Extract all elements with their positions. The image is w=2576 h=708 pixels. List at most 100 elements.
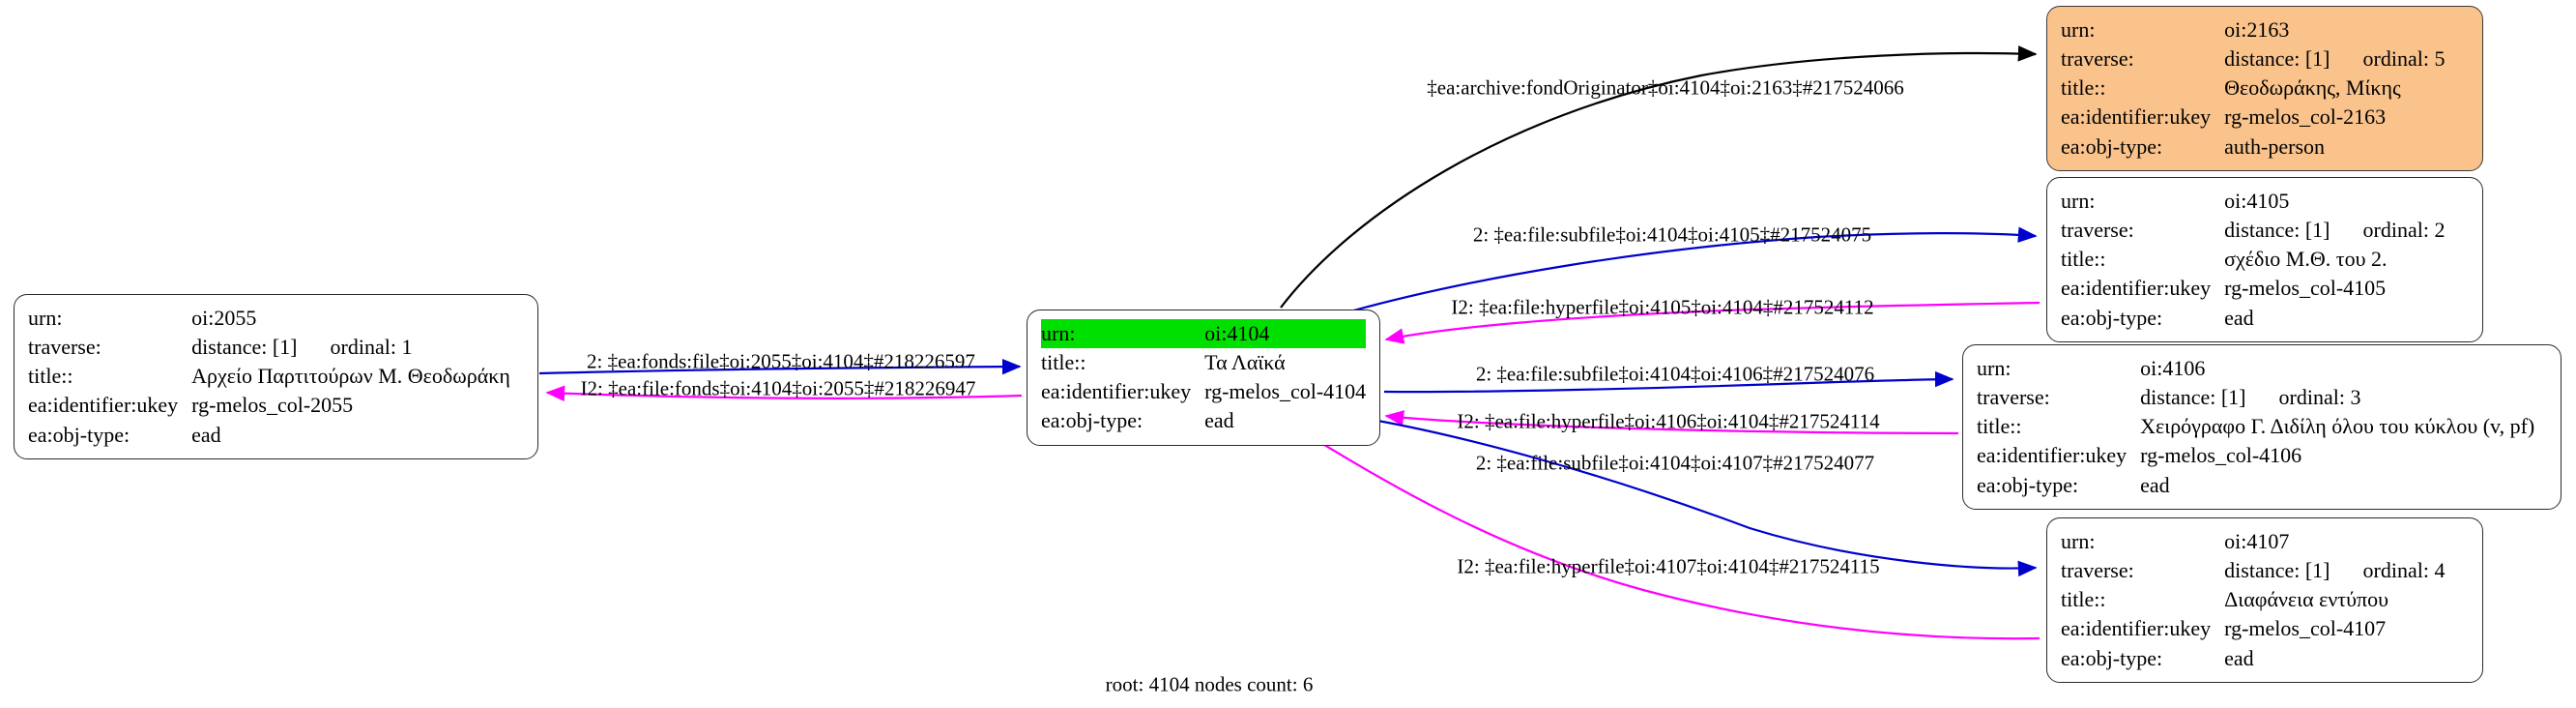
- edge-label-2055-to-4104: 2: ‡ea:fonds:file‡oi:2055‡oi:4104‡#21822…: [587, 349, 975, 373]
- edge-path-4104-to-4107: [1372, 418, 2038, 577]
- field-key: urn:: [28, 306, 63, 330]
- field-value-ordinal: ordinal: 4: [2362, 558, 2446, 583]
- node-row: ea:identifier:ukey rg-melos_col-4106: [1977, 441, 2534, 470]
- field-value: rg-melos_col-4105: [2224, 276, 2387, 301]
- field-key: ea:obj-type:: [1041, 408, 1143, 433]
- field-key: ea:identifier:ukey: [2061, 104, 2212, 130]
- field-key: urn:: [1977, 356, 2012, 380]
- node-row: ea:obj-type: ead: [1041, 406, 1366, 435]
- field-value-main: distance: [1]: [2224, 558, 2330, 583]
- edge-path-4104-to-2163: [1280, 45, 2038, 309]
- node-row: ea:obj-type: auth-person: [2061, 133, 2445, 162]
- field-key: traverse:: [1977, 385, 2050, 410]
- field-value: distance: [1] ordinal: 1: [191, 333, 510, 362]
- node-fields-oi-2163: urn: oi:2163 traverse: distance: [1] ordi…: [2061, 15, 2445, 162]
- field-key: title::: [2061, 247, 2106, 272]
- edge-path-4104-to-2055: [545, 385, 1023, 401]
- node-fields-oi-4107: urn: oi:4107 traverse: distance: [1]ordi…: [2061, 527, 2445, 673]
- field-value: rg-melos_col-2055: [191, 393, 354, 418]
- node-row: urn: oi:2055: [28, 304, 510, 333]
- node-row: traverse: distance: [1]ordinal: 3: [1977, 383, 2534, 412]
- field-key: traverse:: [2061, 218, 2134, 243]
- edge-path-4104-to-4105: [1349, 226, 2038, 313]
- node-fields-oi-4106: urn: oi:4106 traverse: distance: [1]ordi…: [1977, 354, 2534, 500]
- field-key: urn:: [1041, 319, 1205, 349]
- field-value: ead: [2224, 645, 2254, 670]
- node-row: title:: Διαφάνεια εντύπου: [2061, 585, 2445, 614]
- node-oi-2163[interactable]: urn: oi:2163 traverse: distance: [1] ordi…: [2046, 6, 2483, 171]
- field-key: title::: [1041, 350, 1086, 375]
- field-value-main: distance: [1]: [2224, 46, 2330, 72]
- field-value-main: distance: [1]: [2224, 218, 2330, 243]
- field-value: oi:4105: [2224, 189, 2290, 213]
- field-value: oi:4104: [1204, 319, 1367, 349]
- node-row-highlighted: urn: oi:4104: [1041, 319, 1367, 349]
- edge-label-4104-to-4107: 2: ‡ea:file:subfile‡oi:4104‡oi:4107‡#217…: [1475, 451, 1875, 475]
- node-row: traverse: distance: [1] ordinal: 2: [2061, 216, 2445, 245]
- node-row: traverse: distance: [1] ordinal: 1: [28, 333, 510, 362]
- field-value: Αρχείο Παρτιτούρων Μ. Θεοδωράκη: [191, 364, 510, 389]
- field-value: distance: [1] ordinal: 4: [2224, 556, 2445, 585]
- node-row: traverse: distance: [1]ordinal: 4: [2061, 556, 2445, 585]
- node-fields-oi-4105: urn: oi:4105 traverse: distance: [1] ordi…: [2061, 187, 2445, 333]
- edge-path-4104-to-4106: [1383, 370, 1954, 394]
- edge-label-4107-to-4104: I2: ‡ea:file:hyperfile‡oi:4107‡oi:4104‡#…: [1457, 554, 1880, 578]
- field-value: Χειρόγραφο Γ. Διδίλη όλου του κύκλου (v,…: [2140, 414, 2535, 439]
- node-row: title:: Θεοδωράκης, Μίκης: [2061, 74, 2445, 103]
- node-row: urn: oi:4107: [2061, 527, 2445, 556]
- field-key: title::: [1977, 414, 2022, 439]
- field-key: traverse:: [28, 335, 101, 360]
- field-value-ordinal: ordinal: 2: [2362, 218, 2446, 243]
- field-value: oi:4106: [2140, 356, 2206, 380]
- field-value-ordinal: ordinal: 1: [330, 335, 413, 360]
- graph-caption: root: 4104 nodes count: 6: [1105, 672, 1314, 696]
- field-key: urn:: [2061, 529, 2096, 553]
- field-value: ead: [1204, 408, 1234, 433]
- field-value: Θεοδωράκης, Μίκης: [2224, 75, 2401, 101]
- node-row: traverse: distance: [1] ordinal: 5: [2061, 44, 2445, 74]
- edge-label-4104-to-4106: 2: ‡ea:file:subfile‡oi:4104‡oi:4106‡#217…: [1475, 362, 1875, 386]
- node-row: urn: oi:4105: [2061, 187, 2445, 216]
- field-value: oi:4107: [2224, 529, 2290, 553]
- field-key: ea:identifier:ukey: [2061, 276, 2212, 301]
- field-value-main: distance: [1]: [191, 335, 298, 360]
- node-row: ea:identifier:ukey rg-melos_col-4104: [1041, 377, 1366, 406]
- field-value: ead: [2140, 472, 2170, 497]
- edge-label-4104-to-2055: I2: ‡ea:file:fonds‡oi:4104‡oi:2055‡#2182…: [580, 376, 976, 400]
- edge-path-4107-to-4104: [1290, 425, 2041, 640]
- node-row: ea:identifier:ukey rg-melos_col-2055: [28, 391, 510, 420]
- field-value-ordinal: ordinal: 5: [2362, 46, 2446, 72]
- field-key: urn:: [2061, 17, 2096, 42]
- field-value: oi:2163: [2224, 17, 2290, 42]
- node-oi-4107[interactable]: urn: oi:4107 traverse: distance: [1]ordi…: [2046, 517, 2483, 683]
- node-oi-2055[interactable]: urn: oi:2055 traverse: distance: [1] ordi…: [14, 294, 538, 459]
- node-oi-4106[interactable]: urn: oi:4106 traverse: distance: [1]ordi…: [1962, 344, 2562, 510]
- edge-label-4105-to-4104: I2: ‡ea:file:hyperfile‡oi:4105‡oi:4104‡#…: [1451, 295, 1874, 319]
- node-row: ea:obj-type: ead: [1977, 471, 2534, 500]
- node-row: title:: Χειρόγραφο Γ. Διδίλη όλου του κύ…: [1977, 412, 2534, 441]
- field-value: Τα Λαϊκά: [1204, 350, 1286, 375]
- node-fields-oi-2055: urn: oi:2055 traverse: distance: [1] ordi…: [28, 304, 510, 450]
- field-key: ea:obj-type:: [28, 422, 130, 447]
- node-oi-4105[interactable]: urn: oi:4105 traverse: distance: [1] ordi…: [2046, 177, 2483, 342]
- field-key: ea:obj-type:: [1977, 472, 2079, 497]
- field-value-main: distance: [1]: [2140, 385, 2246, 410]
- node-row: ea:obj-type: ead: [2061, 304, 2445, 333]
- node-row: title:: Αρχείο Παρτιτούρων Μ. Θεοδωράκη: [28, 362, 510, 391]
- field-key: traverse:: [2061, 46, 2134, 72]
- field-value: auth-person: [2224, 133, 2326, 159]
- edge-label-4106-to-4104: I2: ‡ea:file:hyperfile‡oi:4106‡oi:4104‡#…: [1457, 409, 1880, 433]
- node-row: ea:identifier:ukey rg-melos_col-4107: [2061, 614, 2445, 643]
- field-key: urn:: [2061, 189, 2096, 213]
- edge-path-2055-to-4104: [538, 358, 1022, 375]
- field-key: ea:obj-type:: [2061, 133, 2163, 159]
- field-value: rg-melos_col-4104: [1204, 379, 1367, 404]
- field-key-text: urn:: [1041, 319, 1076, 349]
- field-key: ea:identifier:ukey: [1041, 379, 1192, 404]
- node-row: urn: oi:2163: [2061, 15, 2445, 44]
- node-fields-oi-4104: urn: oi:4104 title:: Τα Λαϊκά ea:identif…: [1041, 319, 1367, 436]
- field-value: ead: [2224, 305, 2254, 330]
- node-oi-4104[interactable]: urn: oi:4104 title:: Τα Λαϊκά ea:identif…: [1027, 310, 1380, 446]
- field-key: title::: [28, 364, 73, 389]
